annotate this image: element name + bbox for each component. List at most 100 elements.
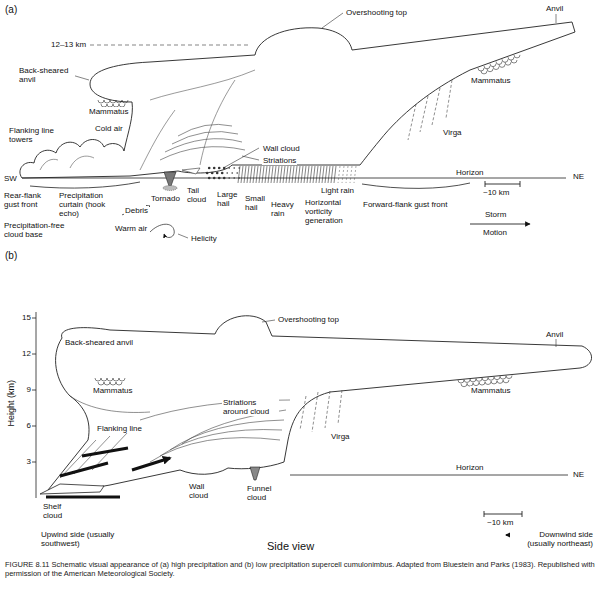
label: (a) (4, 4, 18, 16)
tornado (164, 172, 176, 186)
label: Mammatus (470, 76, 512, 85)
label: Mammatus (88, 107, 130, 116)
label: 9 (14, 385, 32, 394)
label: NE (572, 172, 585, 181)
hail-dot (206, 172, 209, 175)
label: Motion (482, 228, 508, 237)
mammatus-lobe (98, 100, 128, 107)
label: Virga (442, 128, 463, 137)
hp-supercell (20, 13, 575, 238)
label: Back-sheared anvil (18, 66, 75, 84)
hail-dot (236, 172, 238, 174)
label: Mammatus (470, 386, 512, 395)
hail-dot (211, 172, 214, 175)
hail-dot (226, 172, 228, 174)
label: Horizontal vorticity generation (304, 198, 358, 226)
cloud-outline (20, 22, 575, 178)
label: Debris (124, 206, 149, 215)
label: Wall cloud (188, 482, 220, 500)
hail-dot (238, 177, 240, 179)
label: Horizon (455, 463, 485, 472)
hail-dot (213, 167, 216, 170)
hail-dot (233, 177, 235, 179)
hail-dot (233, 167, 235, 169)
side-arrows (90, 534, 528, 536)
storm-motion-arrow (470, 224, 530, 225)
hail-dot (218, 167, 221, 170)
hail-dot (218, 177, 221, 180)
debris-cloud (163, 186, 177, 191)
helicity-leader (178, 234, 188, 238)
label: 15 (14, 313, 32, 322)
dashed-height-line (90, 45, 250, 46)
precipitation-hatch (206, 166, 356, 183)
label: Wall cloud (262, 144, 301, 153)
label: ~10 km (486, 518, 514, 527)
label: Warm air (114, 224, 148, 233)
virga-streaks (300, 390, 342, 432)
hail-dot (213, 177, 216, 180)
hail-dot (208, 167, 211, 170)
label: Large hail (216, 190, 242, 208)
tower-detail (40, 70, 255, 170)
label: Downwind side (usually northeast) (510, 530, 594, 548)
label: Upwind side (usually southwest) (40, 530, 122, 548)
label: Rear-flank gust front (3, 191, 51, 209)
label: Flanking line towers (8, 126, 62, 144)
funnel-cloud (250, 467, 260, 480)
label: Precipitation-free cloud base (3, 221, 77, 239)
helicity-swirl (150, 224, 174, 237)
cloud-outline (48, 316, 592, 492)
label: Striations around cloud (222, 398, 279, 416)
label: Virga (330, 432, 351, 441)
label: Helicity (190, 234, 218, 243)
flow-arrows (46, 448, 170, 497)
hail-dot (216, 172, 219, 175)
scale-bar (485, 181, 520, 187)
label: ~10 km (482, 188, 510, 197)
hail-dot (228, 177, 230, 179)
label: Cold air (94, 124, 124, 133)
gust-fronts (30, 182, 470, 188)
label: Height (km) (6, 372, 16, 434)
lp-supercell (32, 312, 592, 535)
hail-dot (238, 167, 240, 169)
heavy-rain-hatch (238, 166, 336, 183)
label: Forward-flank gust front (362, 200, 448, 209)
label: Storm (484, 210, 507, 219)
label: Overshooting top (277, 315, 340, 324)
figure-caption: FIGURE 8.11 Schematic visual appearance … (5, 560, 595, 579)
tail-cloud (182, 168, 200, 174)
label: Mammatus (92, 386, 134, 395)
label: SW (3, 174, 18, 183)
label: Overshooting top (345, 8, 408, 17)
label: NE (572, 470, 585, 479)
hail-dot (228, 167, 230, 169)
label: Tail cloud (186, 186, 214, 204)
striations (160, 124, 245, 160)
hail-dot (223, 167, 226, 170)
label: Precipitation curtain (hook echo) (58, 191, 122, 219)
label: Tornado (150, 194, 181, 203)
label: Heavy rain (270, 200, 302, 218)
label: 6 (14, 421, 32, 430)
hail-dot (231, 172, 233, 174)
hail-dot (223, 177, 226, 180)
scale-bar (484, 511, 522, 517)
label: Horizon (455, 168, 485, 177)
light-rain-hatch (338, 166, 356, 183)
label: Shelf cloud (42, 502, 76, 520)
label: Funnel cloud (246, 484, 282, 502)
label: Flanking line (96, 424, 143, 433)
horizon-line (22, 178, 566, 179)
flanking-line-detail (60, 396, 150, 478)
label: 12–13 km (50, 40, 87, 49)
hail-dot (208, 177, 211, 180)
mammatus-lobes (98, 55, 520, 107)
mammatus-lobe (478, 55, 520, 74)
label: 3 (14, 457, 32, 466)
horizon-line (290, 475, 568, 476)
label: 12 (14, 349, 32, 358)
